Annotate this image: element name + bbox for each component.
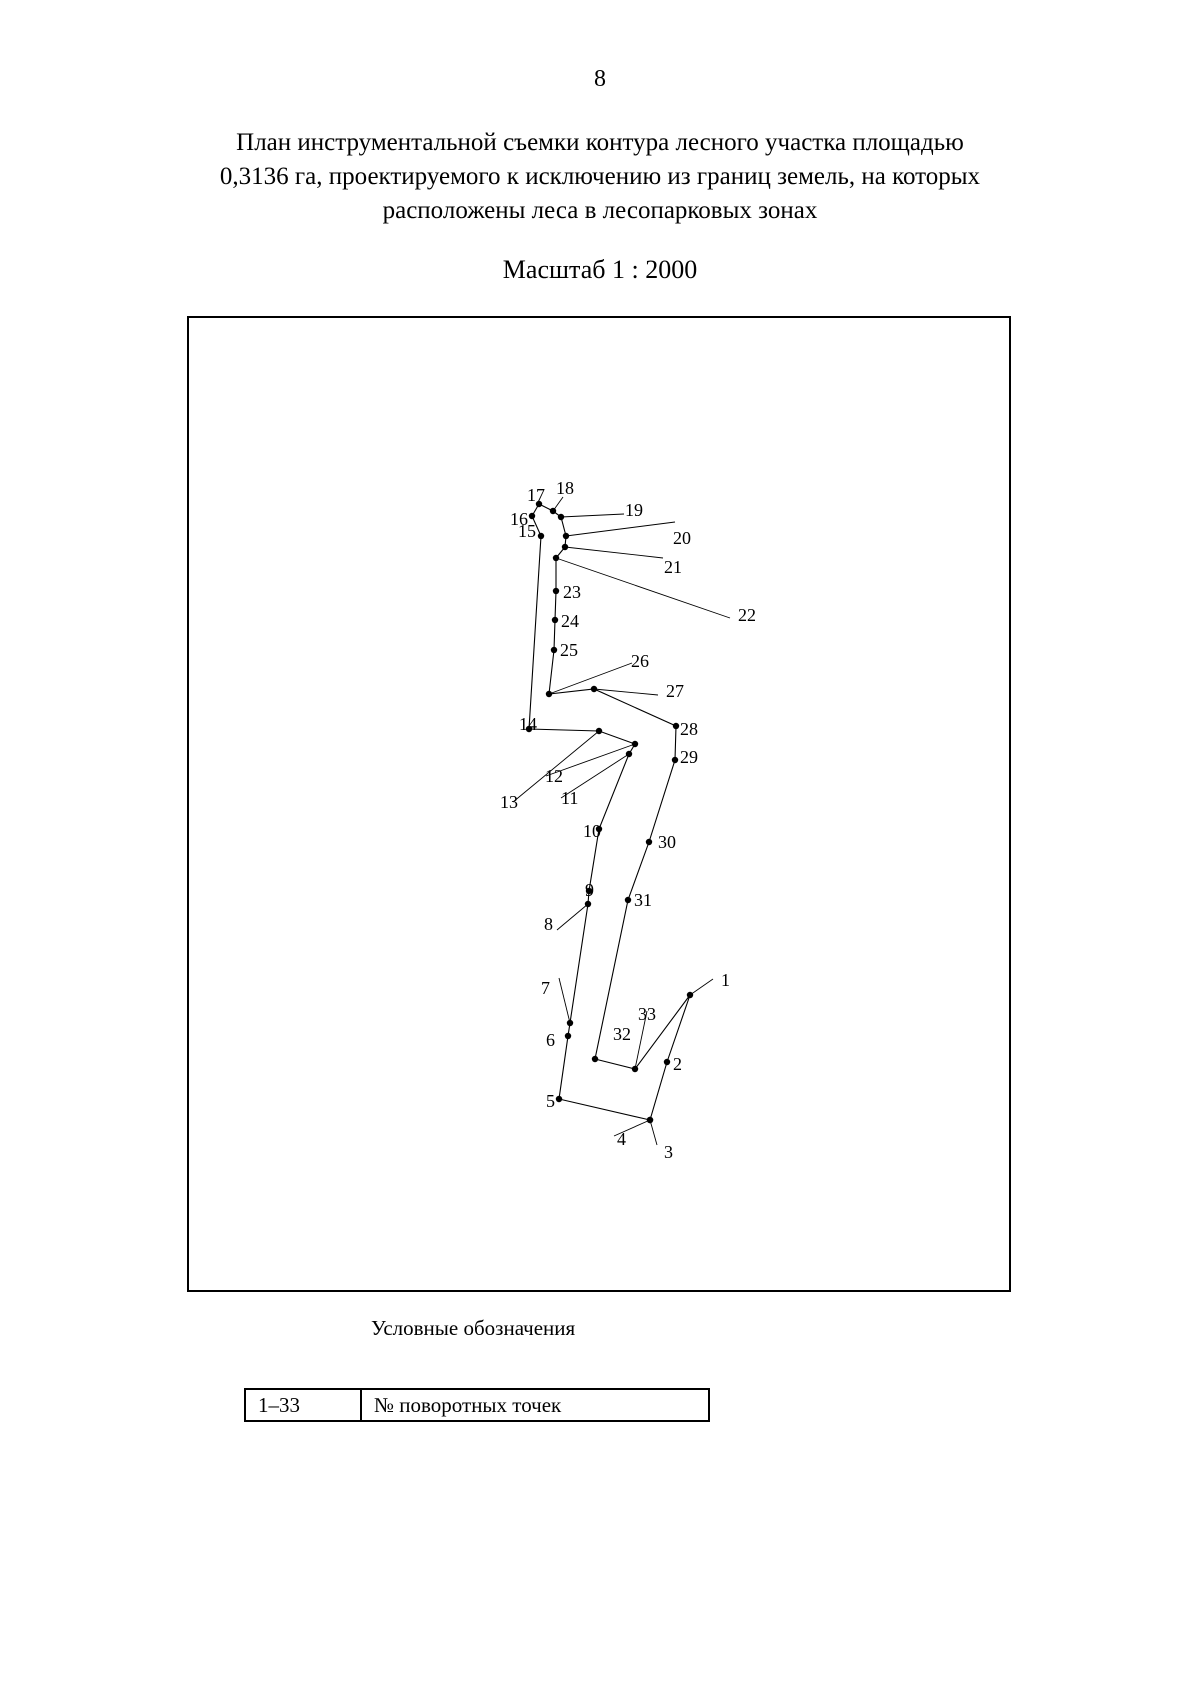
turning-point-marker xyxy=(549,507,557,515)
turning-point-marker xyxy=(528,512,536,520)
turning-point-label: 6 xyxy=(546,1030,555,1050)
plan-title: План инструментальной съемки контура лес… xyxy=(150,126,1050,228)
turning-point-label: 11 xyxy=(561,788,578,808)
point-leader-line xyxy=(548,662,633,695)
legend-table: 1–33 № поворотных точек xyxy=(244,1388,710,1422)
legend-title: Условные обозначения xyxy=(371,1316,576,1340)
turning-point-marker xyxy=(550,646,558,654)
legend-description: № поворотных точек xyxy=(360,1388,710,1422)
scale-label: Масштаб 1 : 2000 xyxy=(502,255,698,284)
turning-point-label: 3 xyxy=(664,1142,673,1162)
turning-point-marker xyxy=(672,722,680,730)
point-leader-line xyxy=(555,557,731,619)
title-line: 0,3136 га, проектируемого к исключению и… xyxy=(219,163,981,190)
turning-point-label: 19 xyxy=(625,500,643,520)
turning-point-label: 20 xyxy=(673,528,691,548)
turning-point-label: 14 xyxy=(519,714,537,734)
title-line: План инструментальной съемки контура лес… xyxy=(236,129,964,156)
point-leader-line xyxy=(512,730,600,803)
turning-point-label: 18 xyxy=(556,478,574,498)
point-leader-line xyxy=(565,521,676,537)
legend-symbol: 1–33 xyxy=(244,1388,362,1422)
turning-point-label: 10 xyxy=(583,821,601,841)
turning-point-label: 5 xyxy=(546,1091,555,1111)
turning-point-marker xyxy=(624,896,632,904)
turning-point-label: 9 xyxy=(585,880,594,900)
turning-point-label: 31 xyxy=(634,890,652,910)
turning-point-marker xyxy=(591,1055,599,1063)
turning-point-marker xyxy=(525,725,533,733)
turning-point-marker xyxy=(551,616,559,624)
turning-point-label: 33 xyxy=(638,1004,656,1024)
point-leader-line xyxy=(613,1119,651,1137)
turning-point-marker xyxy=(535,500,543,508)
turning-point-marker xyxy=(564,1032,572,1040)
turning-point-label: 28 xyxy=(680,719,698,739)
turning-point-label: 16 xyxy=(510,509,528,529)
point-leader-line xyxy=(556,903,589,931)
turning-point-label: 27 xyxy=(666,681,684,701)
point-leader-line xyxy=(560,753,630,799)
turning-point-label: 30 xyxy=(658,832,676,852)
point-leader-line xyxy=(649,1119,658,1146)
turning-point-marker xyxy=(585,887,593,895)
turning-point-marker xyxy=(537,532,545,540)
point-leader-line xyxy=(558,977,571,1024)
title-line: расположены леса в лесопарковых зонах xyxy=(382,197,818,224)
turning-point-label: 24 xyxy=(561,611,579,631)
turning-point-marker xyxy=(590,685,598,693)
turning-point-label: 4 xyxy=(617,1129,626,1149)
turning-point-marker xyxy=(686,991,694,999)
turning-point-marker xyxy=(595,727,603,735)
point-leader-line xyxy=(564,546,664,559)
point-leader-line xyxy=(545,743,636,777)
legend-row: 1–33 № поворотных точек xyxy=(244,1388,710,1422)
turning-point-marker xyxy=(566,1019,574,1027)
turning-point-label: 1 xyxy=(721,970,730,990)
turning-point-marker xyxy=(584,900,592,908)
page-number: 8 xyxy=(594,66,606,92)
turning-point-marker xyxy=(562,532,570,540)
turning-point-marker xyxy=(555,1095,563,1103)
turning-point-label: 25 xyxy=(560,640,578,660)
turning-point-label: 21 xyxy=(664,557,682,577)
turning-point-label: 7 xyxy=(541,978,550,998)
turning-point-label: 2 xyxy=(673,1054,682,1074)
turning-point-label: 23 xyxy=(563,582,581,602)
turning-point-marker xyxy=(671,756,679,764)
turning-point-label: 29 xyxy=(680,747,698,767)
turning-point-marker xyxy=(557,513,565,521)
turning-point-marker xyxy=(595,825,603,833)
point-leader-line xyxy=(634,1010,648,1070)
turning-point-marker xyxy=(561,543,569,551)
turning-point-label: 17 xyxy=(527,485,545,505)
point-leader-line xyxy=(593,688,659,696)
turning-point-marker xyxy=(631,740,639,748)
turning-point-marker xyxy=(545,690,553,698)
turning-point-label: 26 xyxy=(631,651,649,671)
turning-point-marker xyxy=(552,554,560,562)
turning-point-label: 8 xyxy=(544,914,553,934)
point-leader-line xyxy=(689,978,714,996)
turning-point-marker xyxy=(663,1058,671,1066)
turning-point-label: 22 xyxy=(738,605,756,625)
turning-point-label: 12 xyxy=(545,766,563,786)
point-leader-line xyxy=(560,513,625,518)
plot-boundary-line xyxy=(528,503,691,1121)
turning-point-marker xyxy=(646,1116,654,1124)
turning-point-marker xyxy=(631,1065,639,1073)
turning-point-marker xyxy=(645,838,653,846)
turning-point-label: 13 xyxy=(500,792,518,812)
turning-point-label: 15 xyxy=(518,521,536,541)
turning-point-marker xyxy=(552,587,560,595)
turning-point-marker xyxy=(625,750,633,758)
turning-point-label: 32 xyxy=(613,1024,631,1044)
